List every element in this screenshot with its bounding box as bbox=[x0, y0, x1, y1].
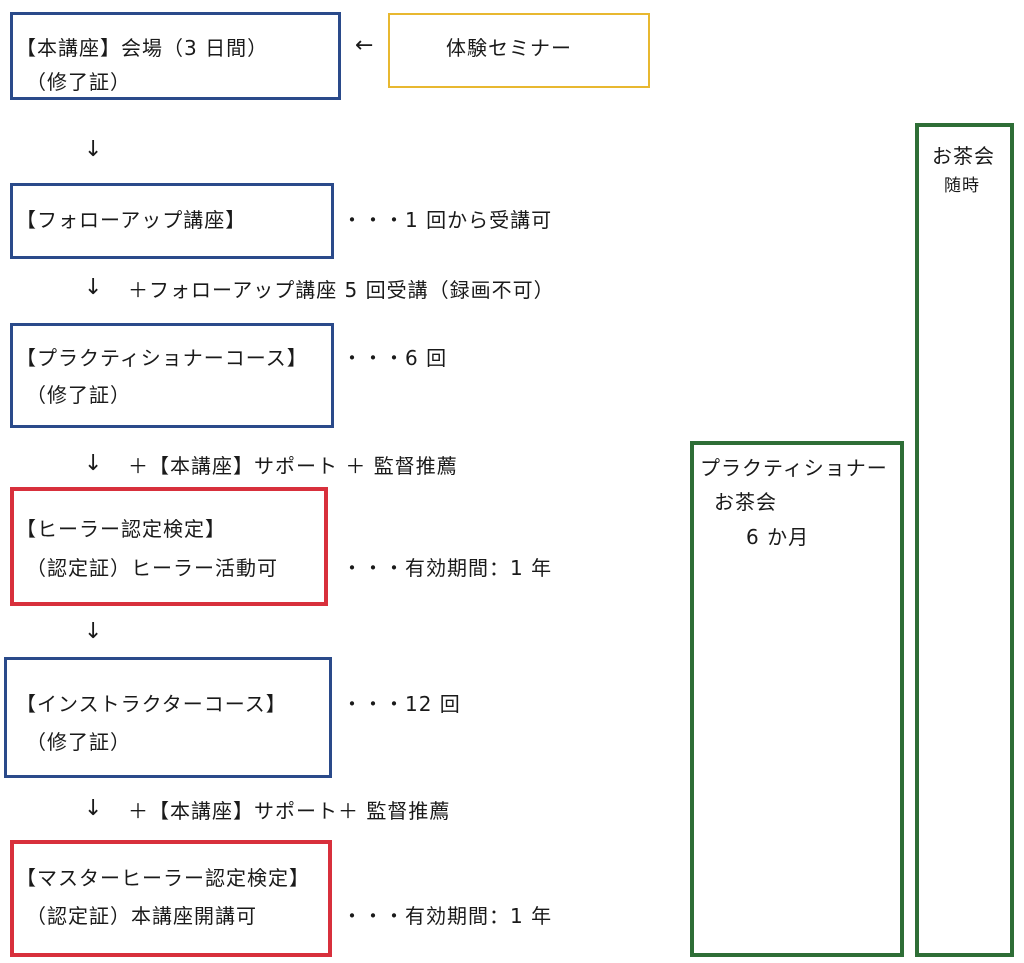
tea-party-label: お茶会 bbox=[932, 144, 995, 168]
trial-seminar-label: 体験セミナー bbox=[446, 36, 572, 60]
healer-certificate: （認定証）ヒーラー活動可 bbox=[26, 556, 278, 580]
practitioner-tea-party-box bbox=[690, 441, 904, 957]
down-arrow-2: ↓ bbox=[84, 275, 104, 300]
practitioner-tea-label: プラクティショナー bbox=[700, 456, 888, 480]
down-arrow-4: ↓ bbox=[84, 619, 104, 644]
tea-party-anytime-box bbox=[915, 123, 1014, 957]
instructor-title: 【インストラクターコース】 bbox=[16, 692, 287, 716]
follow-up-title: 【フォローアップ講座】 bbox=[16, 208, 247, 232]
master-healer-certificate: （認定証）本講座開講可 bbox=[26, 904, 257, 928]
practitioner-tea-name: お茶会 bbox=[714, 490, 777, 514]
requirement-support-1: ＋【本講座】サポート ＋ 監督推薦 bbox=[128, 454, 458, 478]
left-arrow: ← bbox=[355, 33, 375, 58]
down-arrow-1: ↓ bbox=[84, 137, 104, 162]
follow-up-note: ・・・1 回から受講可 bbox=[342, 208, 553, 232]
practitioner-tea-duration: 6 か月 bbox=[746, 525, 810, 549]
instructor-certificate: （修了証） bbox=[26, 730, 131, 754]
requirement-follow-up: ＋フォローアップ講座 5 回受講（録画不可） bbox=[128, 278, 555, 302]
master-healer-title: 【マスターヒーラー認定検定】 bbox=[16, 866, 310, 890]
healer-exam-title: 【ヒーラー認定検定】 bbox=[16, 517, 226, 541]
practitioner-note: ・・・6 回 bbox=[342, 346, 448, 370]
main-course-box bbox=[10, 12, 341, 100]
master-healer-exam-box bbox=[10, 840, 332, 957]
healer-exam-box bbox=[10, 487, 328, 606]
trial-seminar-box bbox=[388, 13, 650, 88]
tea-party-anytime-label: 随時 bbox=[944, 176, 980, 196]
practitioner-box bbox=[10, 323, 334, 428]
down-arrow-5: ↓ bbox=[84, 796, 104, 821]
practitioner-title: 【プラクティショナーコース】 bbox=[16, 346, 308, 370]
main-course-certificate: （修了証） bbox=[26, 70, 131, 94]
follow-up-box bbox=[10, 183, 334, 259]
practitioner-certificate: （修了証） bbox=[26, 383, 131, 407]
main-course-title: 【本講座】会場（3 日間） bbox=[16, 36, 269, 60]
instructor-box bbox=[4, 657, 332, 778]
master-healer-validity-note: ・・・有効期間：1 年 bbox=[342, 904, 553, 928]
healer-validity-note: ・・・有効期間：1 年 bbox=[342, 556, 553, 580]
requirement-support-2: ＋【本講座】サポート＋ 監督推薦 bbox=[128, 799, 451, 823]
instructor-note: ・・・12 回 bbox=[342, 692, 461, 716]
down-arrow-3: ↓ bbox=[84, 451, 104, 476]
